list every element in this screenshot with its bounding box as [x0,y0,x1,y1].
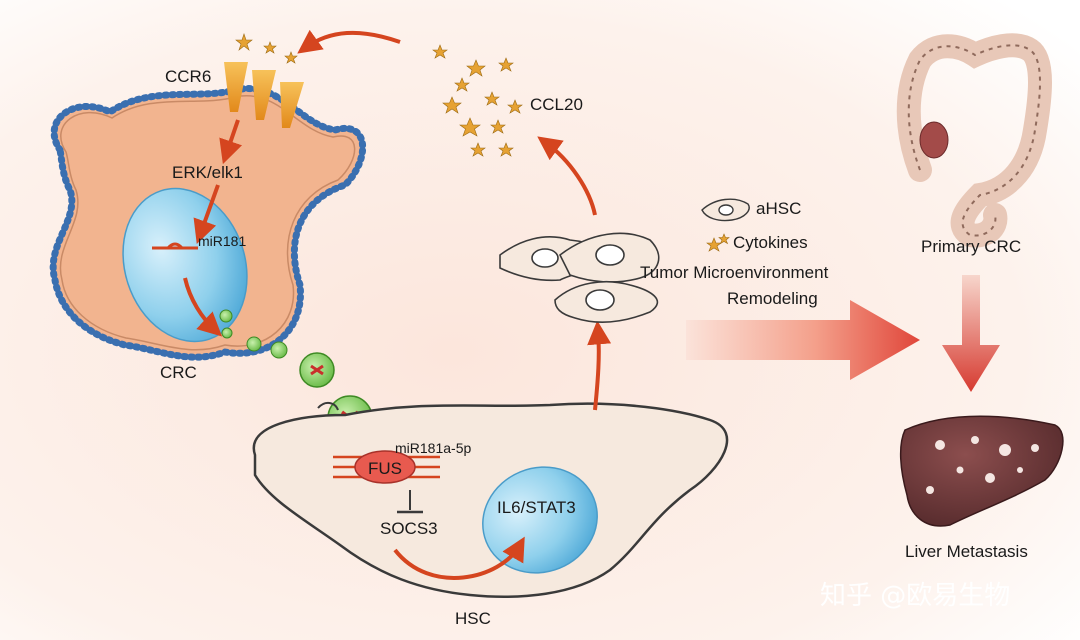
label-tme-line2: Remodeling [727,289,818,308]
label-crc: CRC [160,363,197,382]
tme-remodeling-arrow [686,300,920,380]
arrow-ahsc-to-ccl20 [537,136,597,216]
liver-icon [899,415,1064,527]
mir181-loop [166,242,184,250]
arrow-mir181-to-exosome [183,277,223,337]
watermark: 知乎 @欧易生物 [820,581,1010,611]
crc-cell [49,62,367,361]
label-tme-line1: Tumor Microenvironment [640,263,829,282]
legend-cytokine-icon [706,233,730,252]
label-mir181: miR181 [198,233,246,249]
ccl20-stars [432,44,523,157]
metastasis-arrow [942,275,1000,392]
colon-icon [896,33,1052,248]
arrow-ccl20-to-ccr6 [297,29,401,54]
hsc-cell [252,402,729,598]
arrow-ccr6-to-erk [219,119,243,165]
label-hsc: HSC [455,609,491,628]
arrow-erk-to-mir181 [193,184,220,245]
docking-receptor [317,402,339,411]
ccr6-receptors [224,62,304,128]
fus-protein [354,450,416,484]
arrow-socs3-to-il6 [393,536,525,580]
arrow-hsc-to-ahsc [587,320,612,411]
label-ccr6: CCR6 [165,67,211,86]
label-erk: ERK/elk1 [172,163,243,182]
label-il6-stat3: IL6/STAT3 [497,498,576,517]
label-fus: FUS [368,459,402,478]
legend-ahsc-label: aHSC [756,199,801,218]
star-icon [235,33,298,64]
exosome-icon [219,309,288,359]
label-primary-crc: Primary CRC [921,237,1021,256]
label-ccl20: CCL20 [530,95,583,114]
legend-cytokines-label: Cytokines [733,233,808,252]
label-liver-metastasis: Liver Metastasis [905,542,1028,561]
ahsc-cell-icon [499,232,660,324]
label-socs3: SOCS3 [380,519,438,538]
legend-ahsc-icon [701,198,750,222]
label-mir181a5p: miR181a-5p [395,440,471,456]
